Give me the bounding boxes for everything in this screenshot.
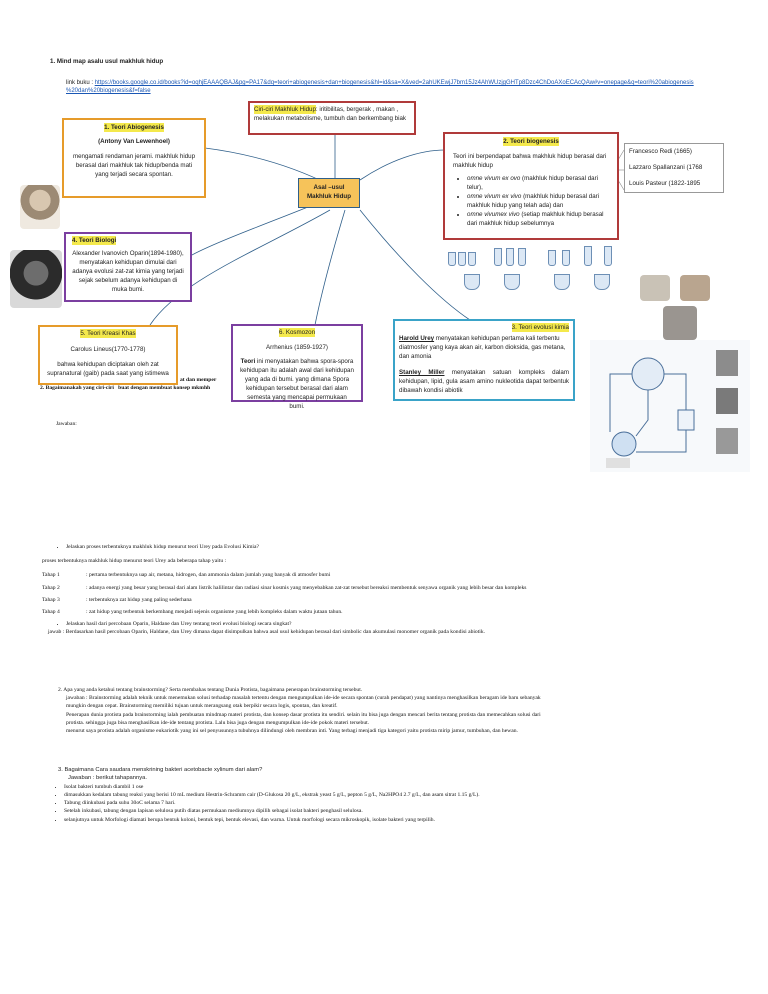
q1-heading: 1. Mind map asalu usul makhluk hidup xyxy=(50,58,164,65)
q2-line: protista. sehingga juga bisa menghasilka… xyxy=(66,719,370,726)
q2-question: 2. Apa yang anda ketahui tentang brainst… xyxy=(58,687,363,693)
book-link-line: link buku : https://books.google.co.id/b… xyxy=(66,79,756,95)
q2-line: Penerapan dunia protista pada brainstorm… xyxy=(66,711,541,718)
urey-intro: proses terbentuknya makhluk hidup menuru… xyxy=(42,558,227,565)
scientist-spallanzani: Lazzaro Spallanzani (1768 xyxy=(629,164,703,171)
q2-section: 2. Apa yang anda ketahui tentang brainst… xyxy=(58,686,748,735)
miller-text: Stanley Miller menyatakan satuan komplek… xyxy=(399,369,569,394)
teori-biologi-box: 4. Teori Biologi Alexander Ivanovich Opa… xyxy=(64,232,192,302)
portrait-oparin xyxy=(10,250,62,308)
urey-steps: Tahap 1: pertama terbentuknya uap air, m… xyxy=(42,571,744,616)
q2-line: menurut saya protista adalah organisme e… xyxy=(66,728,518,735)
portrait-pasteur xyxy=(663,306,697,340)
list-item: selanjutnya untuk Morfologi diamati beru… xyxy=(64,816,748,824)
table-row: Tahap 4: zat hidup yang terbentuk berkem… xyxy=(42,609,343,616)
list-item: Setelah inkubasi, tabung dengan lapisan … xyxy=(64,807,748,815)
list-item: Isolat bakteri tumbuh diambil 1 ose xyxy=(64,783,748,791)
abiogenesis-text: mengamati rendaman jerami. makhluk hidup… xyxy=(72,153,196,178)
q3-question: 3. Bagaimana Cara saudara menskrining ba… xyxy=(58,767,263,773)
book-link[interactable]: https://books.google.co.id/books?id=oqhj… xyxy=(94,80,694,86)
list-item: omne vivum ex ovo (makhluk hidup berasal… xyxy=(467,174,609,192)
list-item: omne vivum ex vivo (makhluk hidup berasa… xyxy=(467,192,609,210)
q2-line: mungkin dengan cepat. Brainstorming memi… xyxy=(66,703,338,710)
oparin-answer: jawab : Berdasarkan hasil percobaan Opar… xyxy=(48,629,486,636)
q3-answer-label: Jawaban : berikut tahapannya. xyxy=(68,775,147,782)
table-row: Tahap 1: pertama terbentuknya uap air, m… xyxy=(42,572,331,579)
urey-text: Harold Urey menyatakan kehidupan pertama… xyxy=(399,335,566,360)
biogenesis-bullets: omne vivum ex ovo (makhluk hidup berasal… xyxy=(453,174,609,228)
scientist-pasteur: Louis Pasteur (1822-1895 xyxy=(629,180,701,187)
scientist-redi: Francesco Redi (1665) xyxy=(629,148,692,155)
biogenesis-scientists-box: Francesco Redi (1665) Lazzaro Spallanzan… xyxy=(624,143,724,193)
portrait-abiogenesis xyxy=(20,185,60,229)
abiogenesis-title: 1. Teori Abiogenesis xyxy=(104,123,164,132)
book-link-continued[interactable]: %20dan%20biogenesis&f=false xyxy=(66,88,151,94)
ciri-text: : iritibilitas, bergerak , makan , melak… xyxy=(254,106,407,122)
jawaban-label: Jawaban: xyxy=(56,421,77,427)
urey-section: Jelaskan proses terbentuknya makhluk hid… xyxy=(42,543,744,637)
miller-apparatus-diagram xyxy=(590,340,750,472)
kosmozon-text: Teori ini menyatakan bahwa spora-spora k… xyxy=(240,358,354,410)
evolusi-title: 3. Teori evolusi kimia xyxy=(511,323,569,332)
list-item: dimasukkan kedalam tabung reaksi yang be… xyxy=(64,791,748,799)
kosmozon-author: Arrhenius (1859-1927) xyxy=(266,344,328,351)
kosmozon-box: 6. Kosmozon Arrhenius (1859-1927) Teori … xyxy=(231,324,363,410)
list-item: Tabung diinkubasi pada suhu 30oC selama … xyxy=(64,799,748,807)
biogenesis-title: 2. Teori biogenesis xyxy=(503,137,559,146)
kreasi-author: Carolus Lineus(1770-1778) xyxy=(70,346,146,353)
overlap-text-2: 2. Bagaimanakah yang ciri-ciri buat deng… xyxy=(40,385,211,391)
ciri-makhluk-hidup-box: Ciri-ciri Makhluk Hidup: iritibilitas, b… xyxy=(248,101,416,135)
q2-line: jawaban : Brainstorming adalah teknik un… xyxy=(66,695,541,702)
urey-question: Jelaskan proses terbentuknya makhluk hid… xyxy=(66,543,744,551)
evolusi-kimia-box: 3. Teori evolusi kimia Harold Urey menya… xyxy=(393,319,575,401)
q3-steps: Isolat bakteri tumbuh diambil 1 ose dima… xyxy=(46,783,748,824)
overlap-text-1: at dan memper xyxy=(180,377,217,383)
kreasi-text: bahwa kehidupan diciptakan oleh zat supr… xyxy=(47,361,169,377)
abiogenesis-author: (Antony Van Lewenhoel) xyxy=(98,138,170,145)
ciri-title: Ciri-ciri Makhluk Hidup xyxy=(254,105,316,114)
oparin-question: Jelaskan hasil dari percobaan Oparin, Ha… xyxy=(66,620,744,628)
book-link-label: link buku : xyxy=(66,80,95,86)
q3-section: 3. Bagaimana Cara saudara menskrining ba… xyxy=(58,766,748,824)
biologi-text: Alexander Ivanovich Oparin(1894-1980), m… xyxy=(72,250,184,293)
abiogenesis-box: 1. Teori Abiogenesis (Antony Van Lewenho… xyxy=(62,118,206,198)
flask-diagram xyxy=(444,244,620,300)
kreasi-title: 5. Teori Kreasi Khas xyxy=(80,329,136,338)
kreasi-khas-box: 5. Teori Kreasi Khas Carolus Lineus(1770… xyxy=(38,325,178,385)
portrait-redi xyxy=(640,275,670,301)
portrait-spallanzani xyxy=(680,275,710,301)
biogenesis-box: 2. Teori biogenesis Teori ini berpendapa… xyxy=(443,132,619,240)
biologi-title: 4. Teori Biologi xyxy=(72,236,117,245)
table-row: Tahap 2: adanya energi yang besar yang b… xyxy=(42,584,527,591)
list-item: omne vivumex vivo (setiap makhluk hidup … xyxy=(467,210,609,228)
center-node: Asal –usul Makhluk Hidup xyxy=(298,178,360,208)
miller-apparatus-svg xyxy=(606,350,738,468)
kosmozon-title: 6. Kosmozon xyxy=(278,328,316,337)
table-row: Tahap 3: terbentuknya zat hidup yang pal… xyxy=(42,596,192,603)
biogenesis-text: Teori ini berpendapat bahwa makhluk hidu… xyxy=(453,153,607,169)
